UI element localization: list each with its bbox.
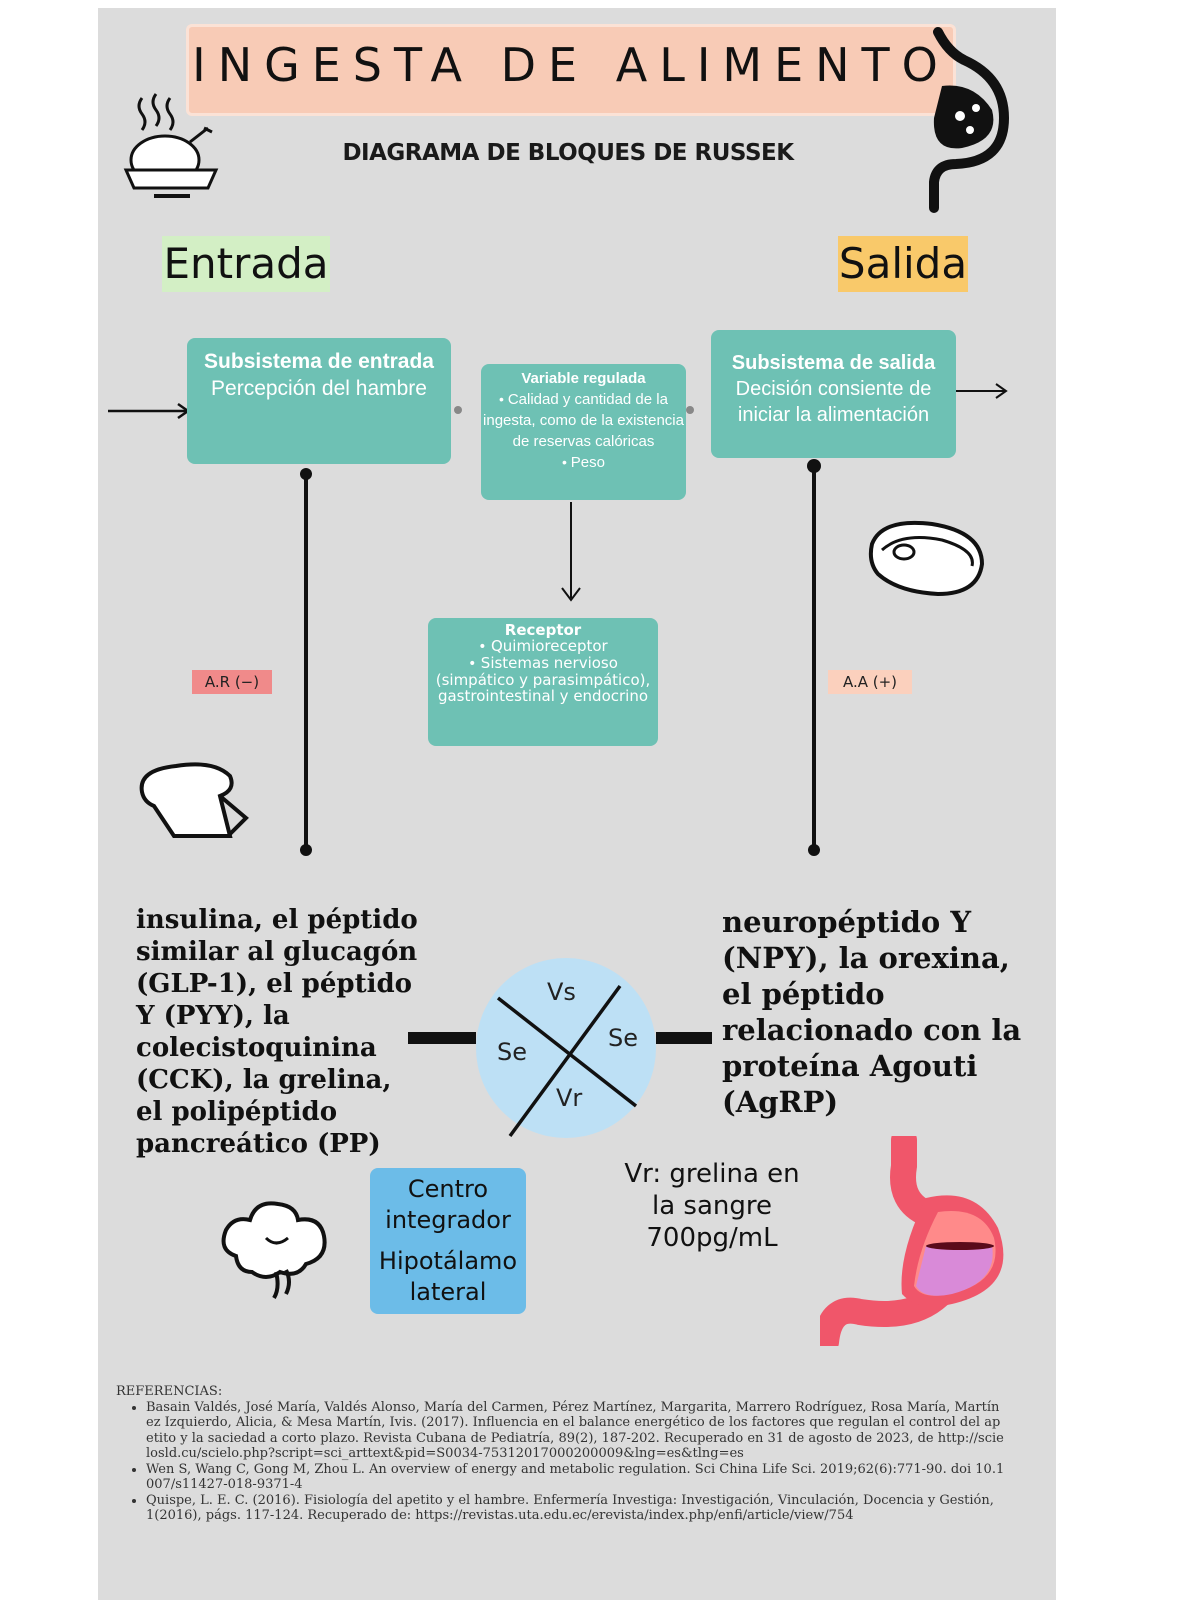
page-title: INGESTA DE ALIMENTO: [192, 38, 950, 92]
bread-icon: [139, 762, 249, 838]
poster: INGESTA DE ALIMENTO DIAGRAMA DE BLOQUES …: [98, 8, 1056, 1600]
circle-label-vr: Vr: [556, 1084, 583, 1112]
block-receptor-item: • Sistemas nervioso (simpático y parasim…: [435, 654, 651, 705]
reference-item: Basain Valdés, José María, Valdés Alonso…: [146, 1400, 1006, 1462]
diagram-connectors: [108, 383, 1008, 1138]
stomach-icon: [929, 27, 1010, 213]
centro-line2: Hipotálamo lateral: [378, 1247, 518, 1306]
block-variable-item: • Peso: [562, 454, 605, 471]
hormones-right-text: neuropéptido Y (NPY), la orexina, el pép…: [722, 905, 1022, 1119]
title-banner: [186, 24, 956, 116]
centro-integrador: Centro integrador Hipotálamo lateral: [370, 1168, 526, 1314]
block-variable-item: • Calidad y cantidad de la ingesta, como…: [483, 391, 684, 450]
comparator-circle: [476, 958, 656, 1138]
block-receptor: Receptor • Quimioreceptor • Sistemas ner…: [428, 618, 658, 746]
circle-cross-line: [496, 996, 638, 1108]
centro-line1: Centro integrador: [385, 1175, 511, 1234]
brain-icon: [221, 1201, 327, 1300]
references-list: Basain Valdés, José María, Valdés Alonso…: [116, 1400, 1006, 1524]
block-receptor-title: Receptor: [504, 621, 582, 639]
circle-label-se-right: Se: [608, 1024, 638, 1052]
block-entrada-body: Percepción del hambre: [211, 377, 427, 400]
block-salida-title: Subsistema de salida: [731, 352, 936, 374]
block-variable-title: Variable regulada: [521, 370, 646, 387]
reference-item: Wen S, Wang C, Gong M, Zhou L. An overvi…: [146, 1462, 1006, 1493]
connector-dot: [454, 406, 462, 414]
output-arrow-head: [995, 383, 1008, 399]
connector-dot: [686, 406, 694, 414]
circle-label-vs: Vs: [547, 978, 576, 1006]
block-entrada-title: Subsistema de entrada: [204, 350, 434, 373]
references-heading: REFERENCIAS:: [116, 1384, 223, 1399]
stomach-illustration-icon: [820, 1136, 1004, 1346]
block-variable-regulada: Variable regulada • Calidad y cantidad d…: [481, 364, 686, 500]
circle-label-se-left: Se: [497, 1038, 527, 1066]
block-salida-body: Decisión consiente de iniciar la aliment…: [735, 378, 932, 426]
block-receptor-item: • Quimioreceptor: [478, 637, 608, 655]
roast-chicken-icon: [123, 93, 219, 198]
vr-note: Vr: grelina en la sangre 700pg/mL: [624, 1159, 800, 1253]
label-salida: Salida: [838, 236, 968, 292]
circle-cross-line: [508, 984, 622, 1138]
block-salida: Subsistema de salida Decisión consiente …: [711, 330, 956, 458]
tag-ar: A.R (−): [192, 670, 272, 694]
page-subtitle: DIAGRAMA DE BLOQUES DE RUSSEK: [342, 140, 794, 166]
label-entrada: Entrada: [162, 236, 330, 292]
variable-to-receptor-head: [561, 587, 581, 602]
tag-aa: A.A (+): [828, 670, 912, 694]
block-entrada: Subsistema de entrada Percepción del ham…: [187, 338, 451, 464]
reference-item: Quispe, L. E. C. (2016). Fisiología del …: [146, 1493, 1006, 1524]
hormones-left-text: insulina, el péptido similar al glucagón…: [136, 905, 418, 1159]
steak-icon: [868, 520, 985, 597]
references: REFERENCIAS: Basain Valdés, José María, …: [116, 1384, 1006, 1524]
